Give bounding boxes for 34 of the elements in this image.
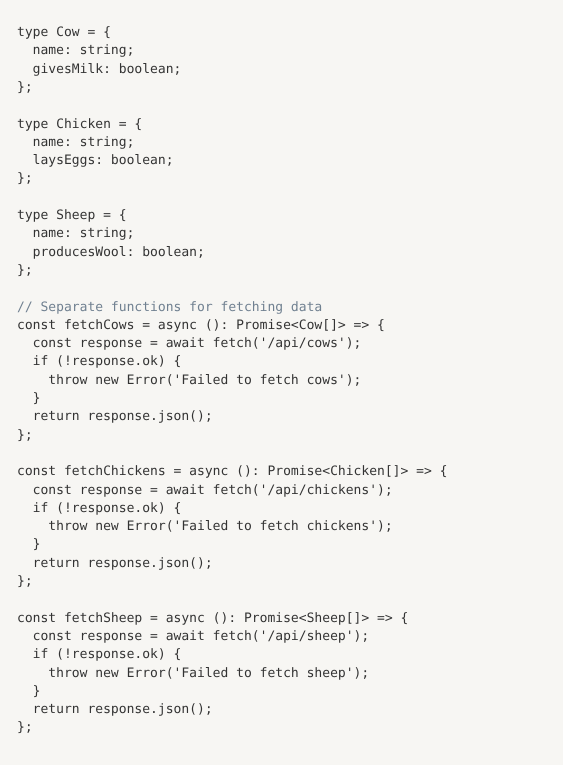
code-line: type Chicken = { — [17, 116, 142, 134]
code-line: }; — [17, 78, 33, 97]
code-line: return response.json(); — [32, 554, 213, 573]
code-line: type Sheep = { — [17, 207, 127, 225]
code-line: } — [32, 536, 40, 554]
code-line: givesMilk: boolean; — [32, 60, 182, 79]
code-line: const response = await fetch('/api/chickens'); — [32, 482, 393, 500]
code-line: producesWool: boolean; — [32, 244, 205, 262]
code-line: if (!response.ok) { — [32, 500, 182, 518]
code-line: }; — [17, 719, 33, 738]
code-line: if (!response.ok) { — [32, 646, 182, 664]
code-line: name: string; — [32, 134, 134, 152]
code-comment: // Separate functions for fetching data — [17, 298, 322, 316]
code-line: return response.json(); — [32, 701, 213, 720]
code-line: throw new Error('Failed to fetch cows'); — [47, 372, 362, 390]
code-line: return response.json(); — [32, 408, 213, 426]
code-line: if (!response.ok) { — [32, 353, 182, 372]
code-line: const fetchCows = async (): Promise<Cow[]> => { — [17, 316, 385, 335]
code-line: }; — [17, 262, 33, 280]
code-line: throw new Error('Failed to fetch sheep'); — [47, 664, 370, 682]
code-line: const response = await fetch('/api/cows'); — [32, 335, 362, 354]
code-line: type Cow = { — [17, 24, 111, 42]
code-line: }; — [17, 170, 33, 188]
code-line: name: string; — [32, 225, 134, 244]
code-line: } — [32, 390, 40, 408]
code-line: name: string; — [32, 42, 134, 60]
code-line: } — [32, 682, 40, 701]
code-line: throw new Error('Failed to fetch chickens'); — [47, 518, 393, 536]
code-line: }; — [17, 573, 33, 591]
code-line: const response = await fetch('/api/sheep'); — [32, 628, 370, 646]
code-line: const fetchSheep = async (): Promise<Sheep[]> => { — [17, 610, 408, 628]
code-line: laysEggs: boolean; — [32, 152, 174, 170]
code-line: }; — [17, 426, 33, 445]
code-line: const fetchChickens = async (): Promise<Chicken[]> => { — [17, 463, 448, 482]
